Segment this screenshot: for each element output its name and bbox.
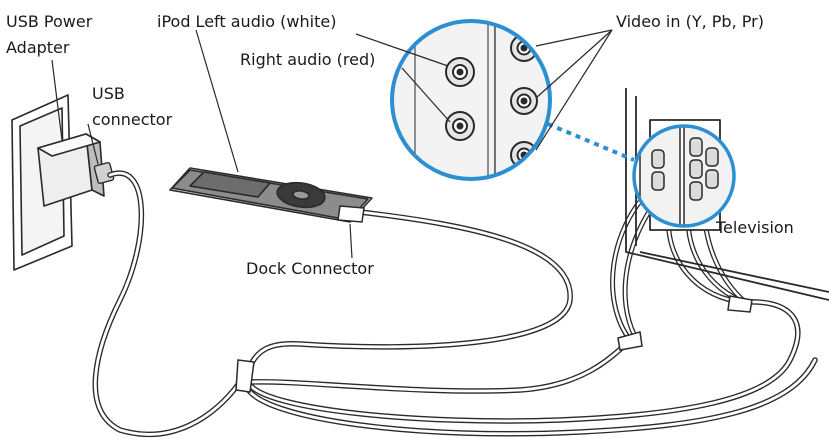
- tv-ports-detail: [632, 124, 736, 228]
- callout-link: [547, 122, 635, 162]
- right-audio-label: Right audio (red): [240, 50, 376, 69]
- ipod-left-audio-label: iPod Left audio (white): [157, 12, 337, 31]
- zoom-callout-circle: [390, 19, 552, 181]
- usb-power-adapter-label-line1: USB Power: [6, 12, 93, 31]
- jack-zoom-callout: [390, 19, 552, 181]
- usb-power-adapter: [37, 133, 105, 207]
- dock-connector-plug: [337, 205, 365, 223]
- television-label: Television: [716, 218, 794, 237]
- dock-connector-label: Dock Connector: [246, 259, 374, 278]
- video-in-label: Video in (Y, Pb, Pr): [616, 12, 764, 31]
- ipod: [169, 167, 373, 223]
- audio-jacks: [445, 57, 475, 141]
- usb-connector-label-line1: USB: [92, 84, 125, 103]
- leader-lines: [51, 29, 613, 259]
- usb-connector: [93, 161, 115, 185]
- usb-connector-label-line2: connector: [92, 110, 173, 129]
- cable-junction: [235, 295, 753, 393]
- usb-power-adapter-label-line2: Adapter: [6, 38, 70, 57]
- tv-callout-circle: [632, 124, 736, 228]
